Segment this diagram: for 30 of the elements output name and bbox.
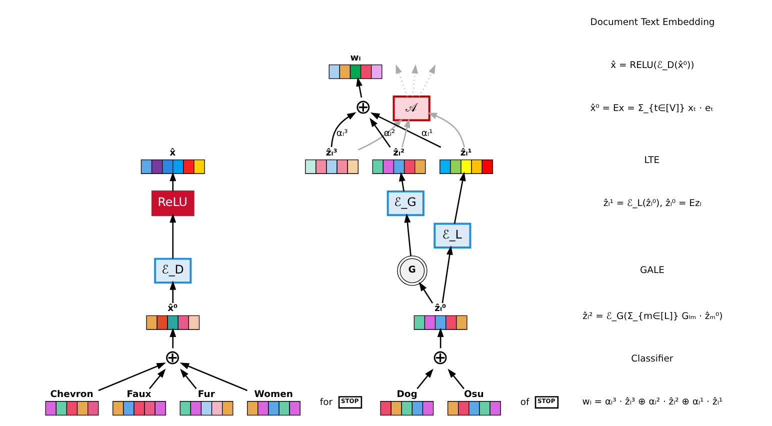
edge-label: αₗ² <box>383 128 395 140</box>
node-label: ẑₗ¹ <box>460 147 472 158</box>
node-text: ⊕ <box>431 346 448 370</box>
node-label: wₗ <box>350 52 360 64</box>
label: GALE <box>640 265 664 276</box>
node-label: ẑₗ² <box>392 147 404 158</box>
label: Document Text Embedding <box>590 17 714 28</box>
node-label: for <box>319 396 332 408</box>
node-label: x̂⁰ <box>167 303 178 314</box>
node-label: Women <box>254 388 292 400</box>
edge-label: αₗ¹ <box>420 128 432 140</box>
node-label: Fur <box>197 388 214 400</box>
label: x̂ = RELU(ℰ_D(x̂⁰)) <box>610 60 694 71</box>
label: x̂⁰ = Ex = Σ_{t∈[V]} xₜ · eₜ <box>590 102 713 114</box>
node-label: ẑₗ⁰ <box>434 303 446 314</box>
node-label: of <box>520 396 529 408</box>
node-label: x̂ <box>169 147 176 158</box>
node-label: Osu <box>463 388 484 400</box>
node-text: ⊕ <box>164 346 180 370</box>
node-label: ẑₗ³ <box>325 147 337 158</box>
label: wₗ = αₗ³ · ẑₗ³ ⊕ αₗ² · ẑₗ² ⊕ αₗ¹ · ẑₗ¹ <box>582 396 722 408</box>
node-label: Faux <box>126 388 151 400</box>
node-label: Dog <box>396 388 417 400</box>
node-text: ⊕ <box>354 95 371 118</box>
node-label: Chevron <box>50 388 93 400</box>
label: ẑₗ² = ℰ_G(Σ_{m∈[L]} Gₗₘ · ẑₘ⁰) <box>582 310 722 322</box>
edge-label: αₗ³ <box>336 128 348 140</box>
label: ẑₗ¹ = ℰ_L(ẑₗ⁰), ẑₗ⁰ = Ezₗ <box>602 198 701 209</box>
label: Classifier <box>630 354 673 365</box>
label: LTE <box>644 154 660 166</box>
